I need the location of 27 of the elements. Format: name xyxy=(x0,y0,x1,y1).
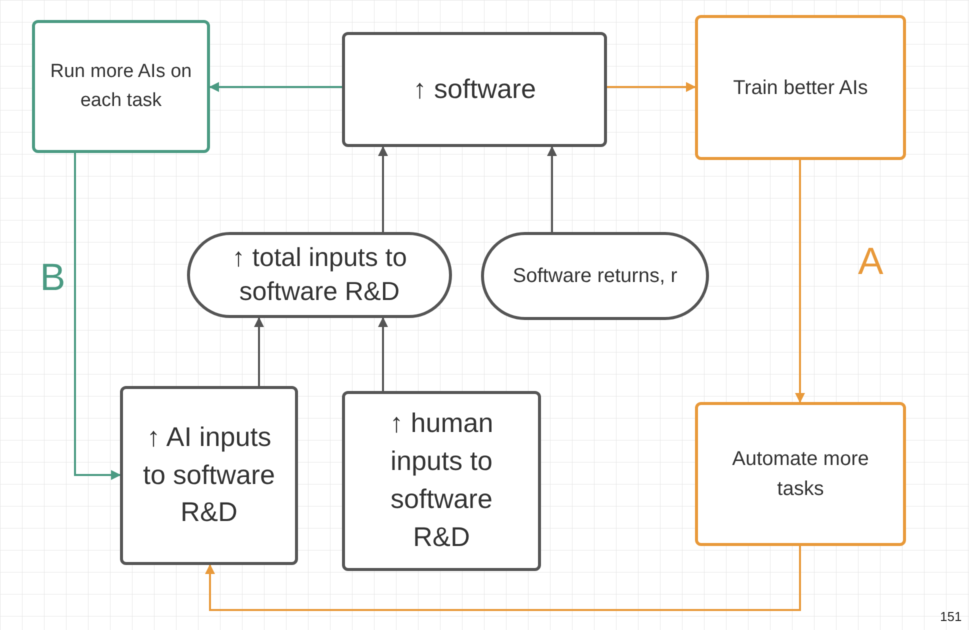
arrow xyxy=(254,317,264,386)
arrow xyxy=(607,82,696,92)
arrow xyxy=(547,146,557,232)
page-number: 151 xyxy=(940,608,962,626)
arrow xyxy=(378,146,388,232)
process-box xyxy=(695,15,906,160)
node-text: ↑ software xyxy=(412,73,538,106)
rounded-box xyxy=(481,232,709,320)
node-text: Run more AIs on each task xyxy=(49,60,193,112)
node-text: ↑ total inputs to software R&D xyxy=(231,241,408,308)
process-box xyxy=(695,402,906,546)
arrow xyxy=(205,546,801,611)
process-box xyxy=(120,386,298,565)
node-text: ↑ AI inputs to software R&D xyxy=(142,420,276,530)
node-text: Train better AIs xyxy=(732,76,869,100)
loop-label: B xyxy=(40,256,66,301)
process-box xyxy=(342,391,541,571)
arrow xyxy=(378,317,388,391)
loop-label: A xyxy=(858,240,884,285)
node-text: Automate more tasks xyxy=(731,447,870,502)
node-text: ↑ human inputs to software R&D xyxy=(388,407,494,554)
process-box xyxy=(32,20,210,153)
arrow xyxy=(209,82,342,92)
arrow xyxy=(74,153,121,480)
process-box xyxy=(342,32,607,147)
node-text: Software returns, r xyxy=(512,264,678,289)
arrow xyxy=(795,160,805,403)
